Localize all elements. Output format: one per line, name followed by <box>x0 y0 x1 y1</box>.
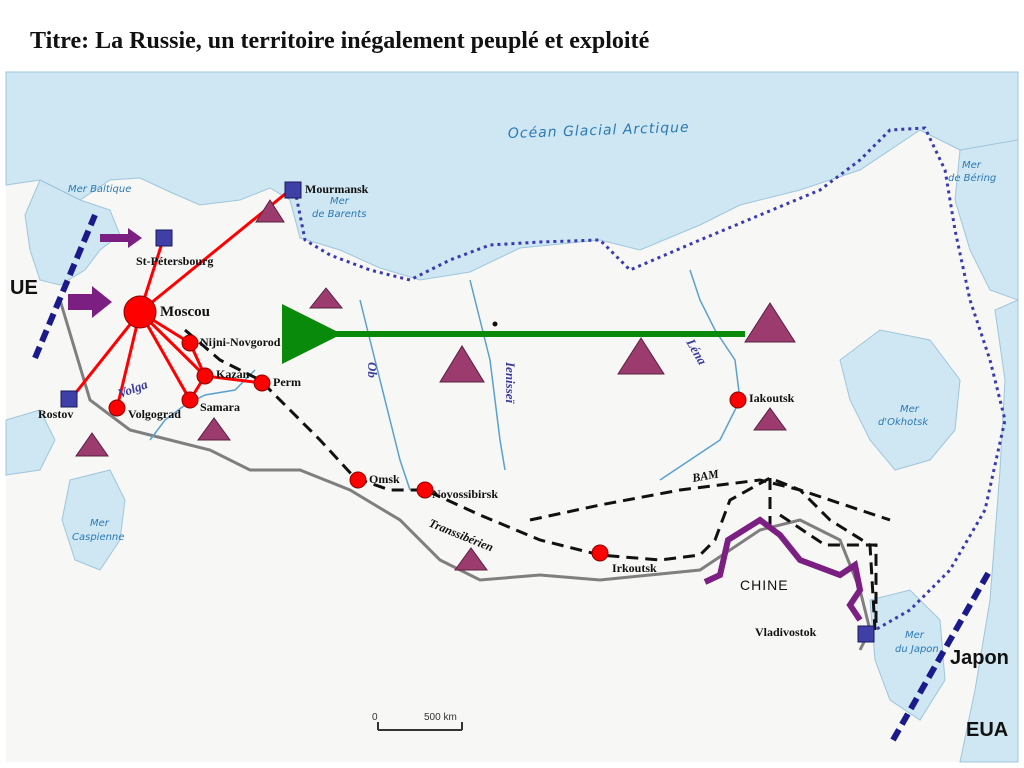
resource-triangle <box>454 547 488 571</box>
okhotsk-sea <box>839 329 961 471</box>
resource-triangle <box>439 345 485 383</box>
scale-distance: 500 km <box>424 712 457 723</box>
resource-triangle <box>308 287 344 309</box>
china-border <box>703 516 864 622</box>
city-marker-iakoutsk <box>729 391 747 409</box>
baltic-sea <box>24 179 121 286</box>
label-caspienne-2: Caspienne <box>72 532 124 543</box>
label-mourmansk: Mourmansk <box>305 182 369 196</box>
label-barents-1: Mer <box>330 196 350 207</box>
ienissei-river <box>469 279 506 471</box>
label-chine: CHINE <box>740 577 789 593</box>
bam-line <box>529 478 891 522</box>
port-marker-rostov <box>60 390 78 408</box>
city-marker-moscou <box>123 295 157 329</box>
label-japon: Japon <box>950 647 1009 669</box>
marker-dot <box>492 321 498 327</box>
city-marker-perm <box>253 374 271 392</box>
label-vladivostok: Vladivostok <box>755 625 817 639</box>
port-markers <box>60 181 875 643</box>
label-samara: Samara <box>200 400 240 414</box>
label-japon-2: du Japon <box>895 644 939 655</box>
arrow-moscou <box>68 286 112 318</box>
japan-usa-interface <box>890 568 993 742</box>
label-japon-1: Mer <box>905 630 925 641</box>
black-sea <box>5 409 56 476</box>
label-st-petersbourg: St-Pétersbourg <box>136 254 213 268</box>
scale-zero: 0 <box>372 712 378 723</box>
label-bam: BAM <box>690 466 720 485</box>
eu-interface <box>32 213 98 360</box>
northern-sea-route <box>293 126 1007 632</box>
label-ue: UE <box>10 277 38 299</box>
label-bering-1: Mer <box>962 160 982 171</box>
label-caspienne-1: Mer <box>90 518 110 529</box>
arctic-ocean <box>5 71 1019 281</box>
label-omsk: Omsk <box>369 472 400 486</box>
resource-triangle <box>197 417 231 441</box>
resource-triangles <box>75 199 796 571</box>
caspian-sea <box>61 469 126 571</box>
resource-triangle <box>75 432 109 457</box>
label-novossibirsk: Novossibirsk <box>432 487 498 501</box>
city-marker-irkoutsk <box>591 544 609 562</box>
city-marker-kazan <box>196 367 214 385</box>
label-bering-2: de Béring <box>948 172 996 184</box>
label-kazan: Kazan <box>216 367 250 381</box>
port-marker-mourmansk <box>284 181 302 199</box>
page-title: Titre: La Russie, un territoire inégalem… <box>30 28 650 54</box>
label-perm: Perm <box>273 375 301 389</box>
city-marker-omsk <box>349 471 367 489</box>
city-marker-nijni <box>181 334 199 352</box>
label-ienissei: Ienisseï <box>503 361 518 405</box>
city-marker-samara <box>181 391 199 409</box>
city-marker-novossibirsk <box>416 481 434 499</box>
city-marker-volgograd <box>108 399 126 417</box>
resource-triangle <box>255 199 285 223</box>
water-bodies <box>5 71 1019 763</box>
port-marker-vladivostok <box>857 625 875 643</box>
railways <box>184 328 891 631</box>
label-rostov: Rostov <box>38 407 73 421</box>
bering-sea <box>954 139 1019 301</box>
label-nijni: Nijni-Novgorod <box>200 335 281 349</box>
label-okhotsk-1: Mer <box>900 404 920 415</box>
label-ob: Ob <box>365 362 380 378</box>
label-barents-2: de Barents <box>312 209 366 220</box>
label-okhotsk-2: d'Okhotsk <box>878 417 929 428</box>
port-marker-petersbourg <box>155 229 173 247</box>
label-irkoutsk: Irkoutsk <box>612 561 657 575</box>
resource-triangle <box>753 407 787 431</box>
resource-triangle <box>617 337 665 375</box>
label-moscou: Moscou <box>160 304 210 320</box>
resource-triangle <box>744 302 796 343</box>
label-ocean: Océan Glacial Arctique <box>508 120 690 142</box>
lena-river <box>659 269 741 481</box>
label-baltique: Mer Baltique <box>68 184 131 195</box>
import-arrows <box>68 228 142 318</box>
label-eua: EUA <box>966 719 1008 741</box>
city-markers <box>108 295 747 562</box>
arrow-petersbourg <box>100 228 142 248</box>
label-volgograd: Volgograd <box>128 407 181 421</box>
bam-east <box>779 513 878 630</box>
scale-bar: 0 500 km <box>372 712 463 731</box>
label-iakoutsk: Iakoutsk <box>749 391 795 405</box>
